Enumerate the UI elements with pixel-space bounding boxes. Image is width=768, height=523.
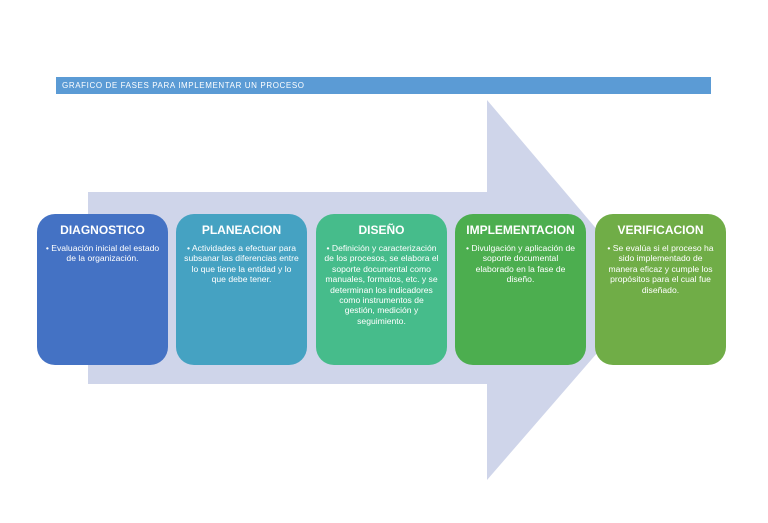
phase-title: DISEÑO	[358, 223, 405, 237]
phase-description: • Se evalúa si el proceso ha sido implem…	[607, 243, 714, 295]
phase-description: • Actividades a efectuar para subsanar l…	[184, 243, 299, 285]
phase-title: VERIFICACION	[617, 223, 704, 237]
phase-diseno: DISEÑO • Definición y caracterización de…	[316, 214, 447, 365]
phase-verificacion: VERIFICACION • Se evalúa si el proceso h…	[595, 214, 726, 365]
phase-title: PLANEACION	[201, 223, 282, 237]
phase-title: IMPLEMENTACION	[466, 223, 575, 237]
phase-diagnostico: DIAGNOSTICO • Evaluación inicial del est…	[37, 214, 168, 365]
diagram-title-bar: GRAFICO DE FASES PARA IMPLEMENTAR UN PRO…	[56, 77, 711, 94]
phase-planeacion: PLANEACION • Actividades a efectuar para…	[176, 214, 307, 365]
phase-description: • Divulgación y aplicación de soporte do…	[465, 243, 576, 285]
diagram-title: GRAFICO DE FASES PARA IMPLEMENTAR UN PRO…	[62, 81, 305, 90]
phase-implementacion: IMPLEMENTACION • Divulgación y aplicació…	[455, 214, 586, 365]
phase-description: • Evaluación inicial del estado de la or…	[45, 243, 160, 264]
phase-description: • Definición y caracterización de los pr…	[324, 243, 439, 326]
phase-title: DIAGNOSTICO	[60, 223, 145, 237]
